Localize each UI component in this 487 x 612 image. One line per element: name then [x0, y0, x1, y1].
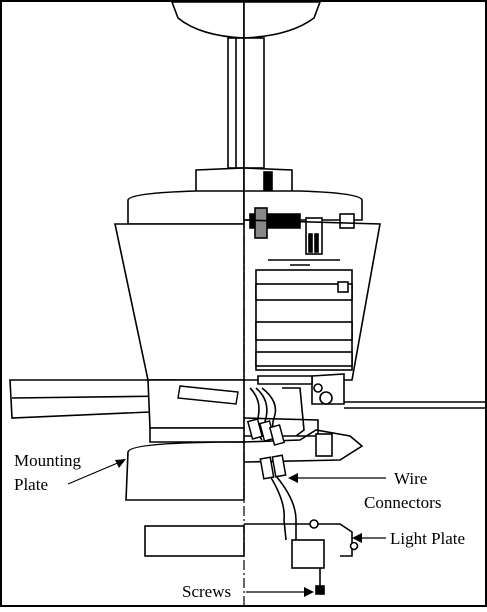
wire-connectors-upper	[246, 418, 286, 446]
mounting-plate-label-line1: Mounting	[14, 451, 82, 470]
label-light-plate: Light Plate	[352, 529, 465, 548]
fan-exterior-left-half	[9, 1, 245, 557]
mounting-plate-label-line2: Plate	[14, 475, 48, 494]
light-plate-label: Light Plate	[390, 529, 465, 548]
label-wire-connectors: Wire Connectors	[288, 469, 441, 512]
wire-connectors-label-line1: Wire	[394, 469, 427, 488]
pull-chain	[177, 385, 239, 405]
fan-cutaway-right-half	[243, 1, 486, 595]
wire-connectors-lower	[259, 454, 287, 480]
label-screws: Screws	[182, 582, 314, 601]
label-mounting-plate: Mounting Plate	[14, 451, 126, 494]
wire-connectors-label-line2: Connectors	[364, 493, 441, 512]
screws-label: Screws	[182, 582, 231, 601]
